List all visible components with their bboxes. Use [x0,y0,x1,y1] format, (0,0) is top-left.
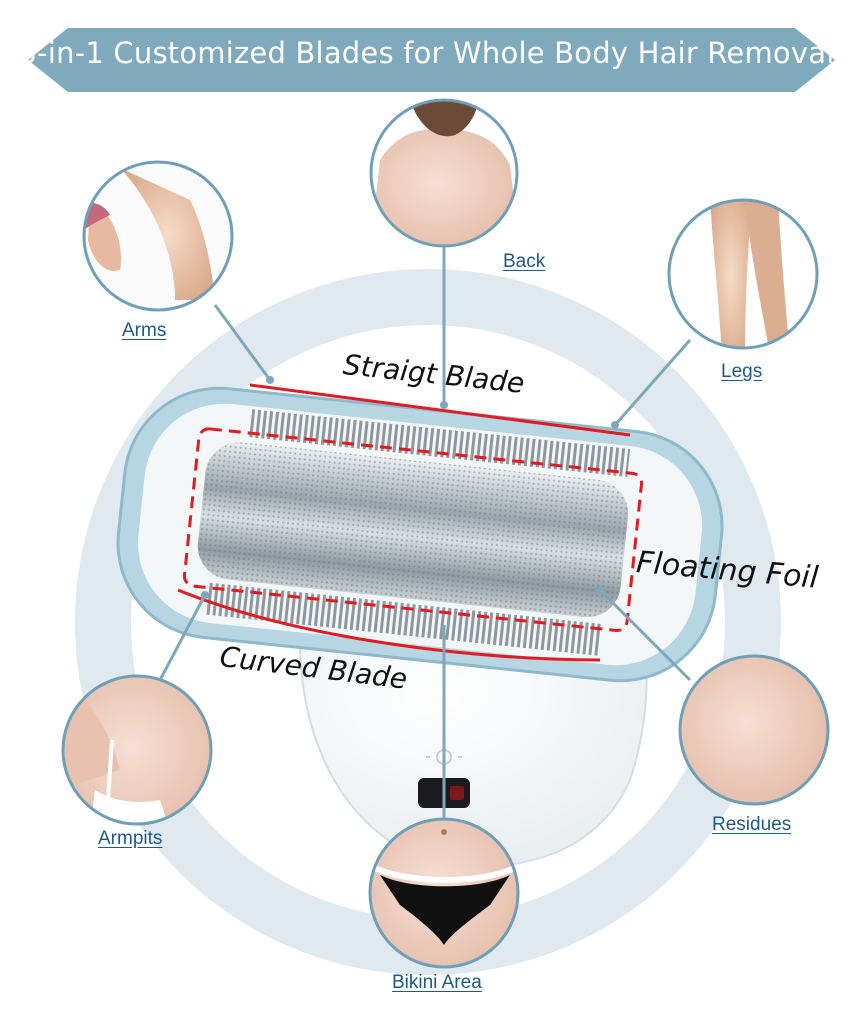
label-bikini-area[interactable]: Bikini Area [392,972,482,993]
label-residues[interactable]: Residues [712,814,792,835]
curved-blade-marker [177,588,601,662]
back-photo [369,98,519,248]
connector-dots [201,376,619,599]
legs-photo [667,198,819,350]
shaver-head [116,386,724,683]
curved-blade [205,582,602,656]
indicator-light [450,786,464,800]
banner-title: 3-in-1 Customized Blades for Whole Body … [18,36,835,70]
foil-highlight [182,427,644,633]
bikini-photo [368,817,520,969]
label-back[interactable]: Back [503,251,546,272]
shaver-handle [298,618,648,868]
label-legs[interactable]: Legs [721,361,763,382]
connector-lines [158,246,692,820]
label-arms[interactable]: Arms [122,320,167,341]
label-armpits[interactable]: Armpits [98,828,163,849]
residues-photo [678,654,830,806]
arms-photo [82,160,234,312]
armpits-photo [61,674,213,826]
straight-blade [249,409,631,477]
title-banner [28,28,835,92]
straight-blade-marker [249,383,631,437]
